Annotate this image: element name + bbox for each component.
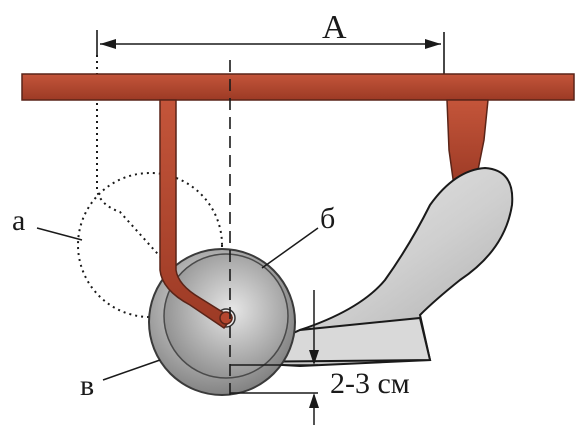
frame-beam xyxy=(21,73,575,101)
depth-label: 2-3 см xyxy=(330,367,410,400)
coulter-axle xyxy=(219,311,233,325)
label-part-v: в xyxy=(80,369,94,402)
dimension-a xyxy=(96,30,445,75)
leaders xyxy=(36,227,319,381)
leader-v xyxy=(102,359,161,381)
ghost-stem xyxy=(96,55,166,263)
dimension-a-label: А xyxy=(322,9,347,46)
dimension-a-arrow-left xyxy=(100,39,116,49)
ghost-disc xyxy=(77,172,223,318)
label-part-a: а xyxy=(12,204,25,237)
depth-dimension xyxy=(230,290,319,425)
depth-arrow-up xyxy=(309,393,319,408)
leader-a xyxy=(36,227,83,241)
leader-b xyxy=(261,227,319,269)
dimension-a-arrow-right xyxy=(425,39,441,49)
coulter-ghost-outline xyxy=(77,55,223,318)
depth-arrow-down xyxy=(309,350,319,365)
plough-mouldboard xyxy=(229,166,514,368)
label-part-b: б xyxy=(320,202,335,235)
